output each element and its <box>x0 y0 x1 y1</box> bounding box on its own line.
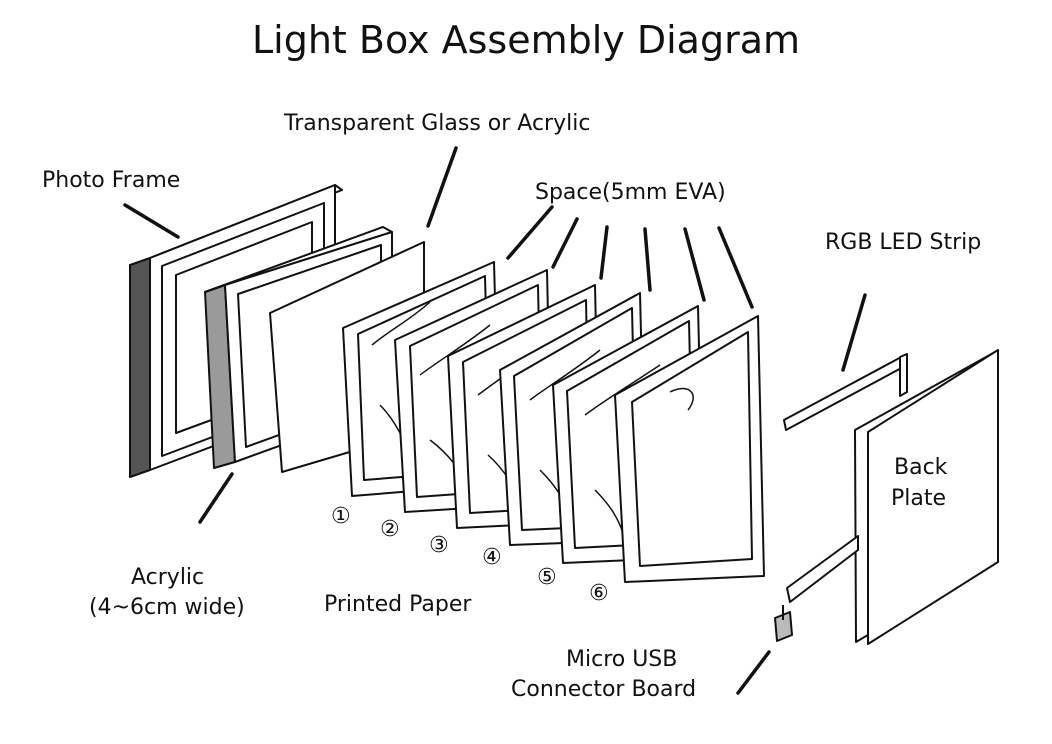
leader-space-4 <box>643 227 652 292</box>
layer-number-6: ⑥ <box>589 581 609 606</box>
label-micro-usb-line1: Micro USB <box>566 647 678 672</box>
label-printed-paper: Printed Paper <box>324 592 472 617</box>
layer-number-4: ④ <box>482 545 502 570</box>
leader-space-3 <box>599 225 609 280</box>
layer-number-3: ③ <box>429 533 449 558</box>
leader-micro-usb <box>736 650 771 695</box>
label-acrylic-line1: Acrylic <box>131 565 205 590</box>
leader-photo-frame <box>123 203 180 239</box>
label-back-plate-line2: Plate <box>891 486 947 511</box>
layer-number-2: ② <box>380 517 400 542</box>
leader-transparent-glass <box>426 146 458 228</box>
diagram-title: Light Box Assembly Diagram <box>251 18 800 62</box>
leader-space-6 <box>717 226 754 309</box>
layer-number-5: ⑤ <box>537 565 557 590</box>
micro-usb-connector-board <box>774 535 859 642</box>
leader-rgb-led <box>841 293 867 372</box>
label-space-eva: Space(5mm EVA) <box>535 180 726 205</box>
layer-6-paper-eva <box>614 315 765 583</box>
label-micro-usb-line2: Connector Board <box>511 677 697 702</box>
leader-space-5 <box>683 227 706 302</box>
label-photo-frame: Photo Frame <box>42 168 181 193</box>
leader-acrylic <box>198 472 234 524</box>
label-back-plate-line1: Back <box>894 455 948 480</box>
rgb-led-strip <box>783 353 908 431</box>
layer-number-1: ① <box>331 504 351 529</box>
leader-space-2 <box>551 217 579 269</box>
label-rgb-led-strip: RGB LED Strip <box>825 230 982 255</box>
label-acrylic-line2: (4~6cm wide) <box>89 595 245 620</box>
label-transparent-glass: Transparent Glass or Acrylic <box>284 111 591 136</box>
back-plate <box>854 349 999 645</box>
leader-space-1 <box>506 205 554 260</box>
